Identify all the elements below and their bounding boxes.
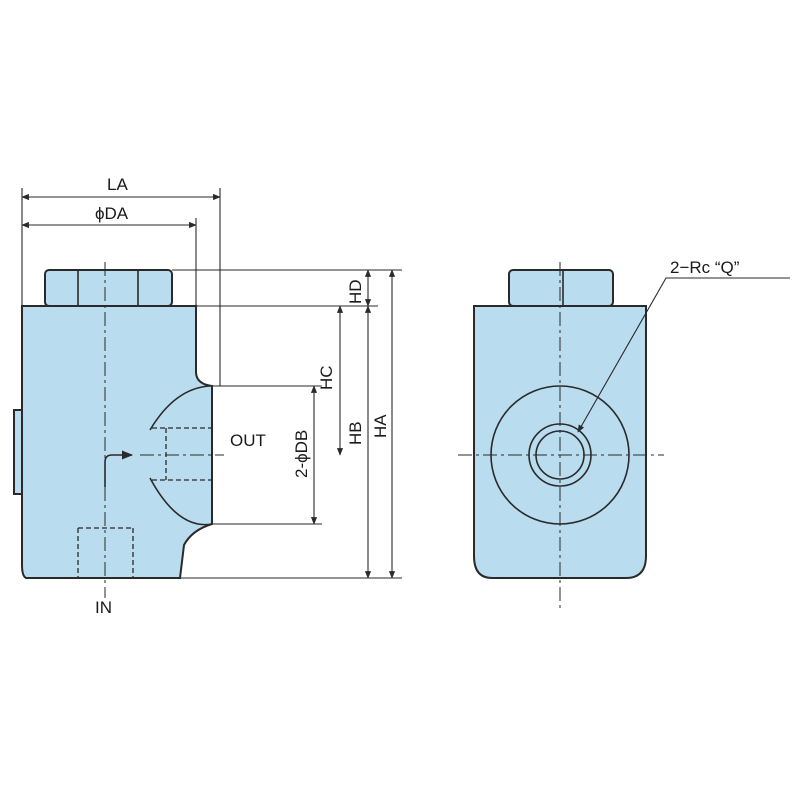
front-dimensions: LA ϕDA HD HC HB HA 2-ϕDB OUT IN [21, 175, 402, 617]
dim-ha: HA [371, 414, 390, 438]
label-out: OUT [230, 431, 266, 450]
label-in: IN [95, 598, 112, 617]
end-hex-nut [508, 269, 614, 307]
hex-nut [44, 269, 173, 307]
side-plug [13, 409, 23, 495]
dim-db: 2-ϕDB [292, 430, 311, 478]
front-body [21, 305, 213, 579]
dim-hc: HC [317, 365, 336, 390]
flow-arrow [104, 450, 134, 487]
thread-leader [577, 277, 790, 433]
front-view [13, 262, 224, 598]
dim-hb: HB [346, 421, 365, 445]
dim-hd: HD [346, 279, 365, 304]
dim-la: LA [107, 175, 128, 194]
dim-da: ϕDA [95, 204, 129, 223]
end-view: 2−Rc “Q” [458, 258, 790, 612]
thread-callout: 2−Rc “Q” [670, 258, 740, 277]
